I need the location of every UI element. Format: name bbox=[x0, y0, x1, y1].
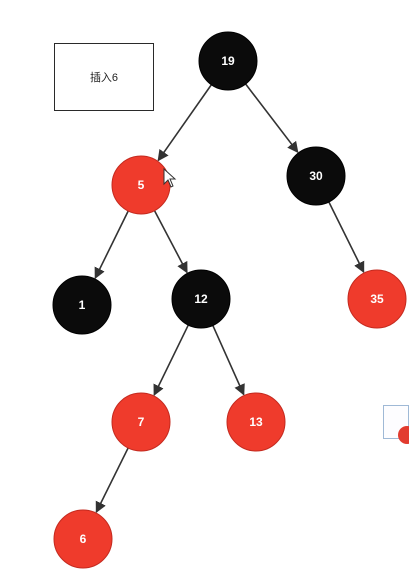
tree-node-6: 6 bbox=[53, 509, 113, 569]
node-circle bbox=[111, 392, 171, 452]
tree-node-19: 19 bbox=[198, 31, 258, 91]
tree-node-12: 12 bbox=[171, 269, 231, 329]
annotation-box: 插入6 bbox=[54, 43, 154, 111]
tree-node-7: 7 bbox=[111, 392, 171, 452]
edge-n5-n12 bbox=[153, 210, 188, 274]
edge-n12-n7 bbox=[153, 324, 190, 397]
tree-node-5: 5 bbox=[111, 155, 171, 215]
node-label: 30 bbox=[309, 169, 323, 183]
mouse-cursor-icon bbox=[163, 168, 177, 188]
edge-n12-n13 bbox=[212, 325, 245, 396]
node-label: 19 bbox=[221, 54, 235, 68]
node-label: 35 bbox=[370, 292, 384, 306]
node-label: 1 bbox=[79, 298, 86, 312]
edge-n5-n1 bbox=[94, 210, 129, 280]
node-label: 12 bbox=[194, 292, 208, 306]
edge-n19-n30 bbox=[244, 83, 299, 154]
node-circle bbox=[286, 146, 346, 206]
tree-node-1: 1 bbox=[52, 275, 112, 335]
annotation-text: 插入6 bbox=[89, 72, 119, 84]
node-label: 13 bbox=[249, 415, 263, 429]
tree-node-35: 35 bbox=[347, 269, 407, 329]
node-circle bbox=[226, 392, 286, 452]
node-label: 7 bbox=[138, 415, 145, 429]
edge-n7-n6 bbox=[95, 447, 129, 514]
node-label: 6 bbox=[80, 532, 87, 546]
red-node-fragment bbox=[398, 426, 409, 444]
node-circle bbox=[52, 275, 112, 335]
tree-node-30: 30 bbox=[286, 146, 346, 206]
node-circle bbox=[53, 509, 113, 569]
edge-n19-n5 bbox=[157, 84, 212, 162]
node-label: 5 bbox=[138, 178, 145, 192]
node-circle bbox=[347, 269, 407, 329]
node-circle bbox=[171, 269, 231, 329]
edge-n30-n35 bbox=[328, 201, 365, 274]
tree-node-13: 13 bbox=[226, 392, 286, 452]
node-circle bbox=[198, 31, 258, 91]
